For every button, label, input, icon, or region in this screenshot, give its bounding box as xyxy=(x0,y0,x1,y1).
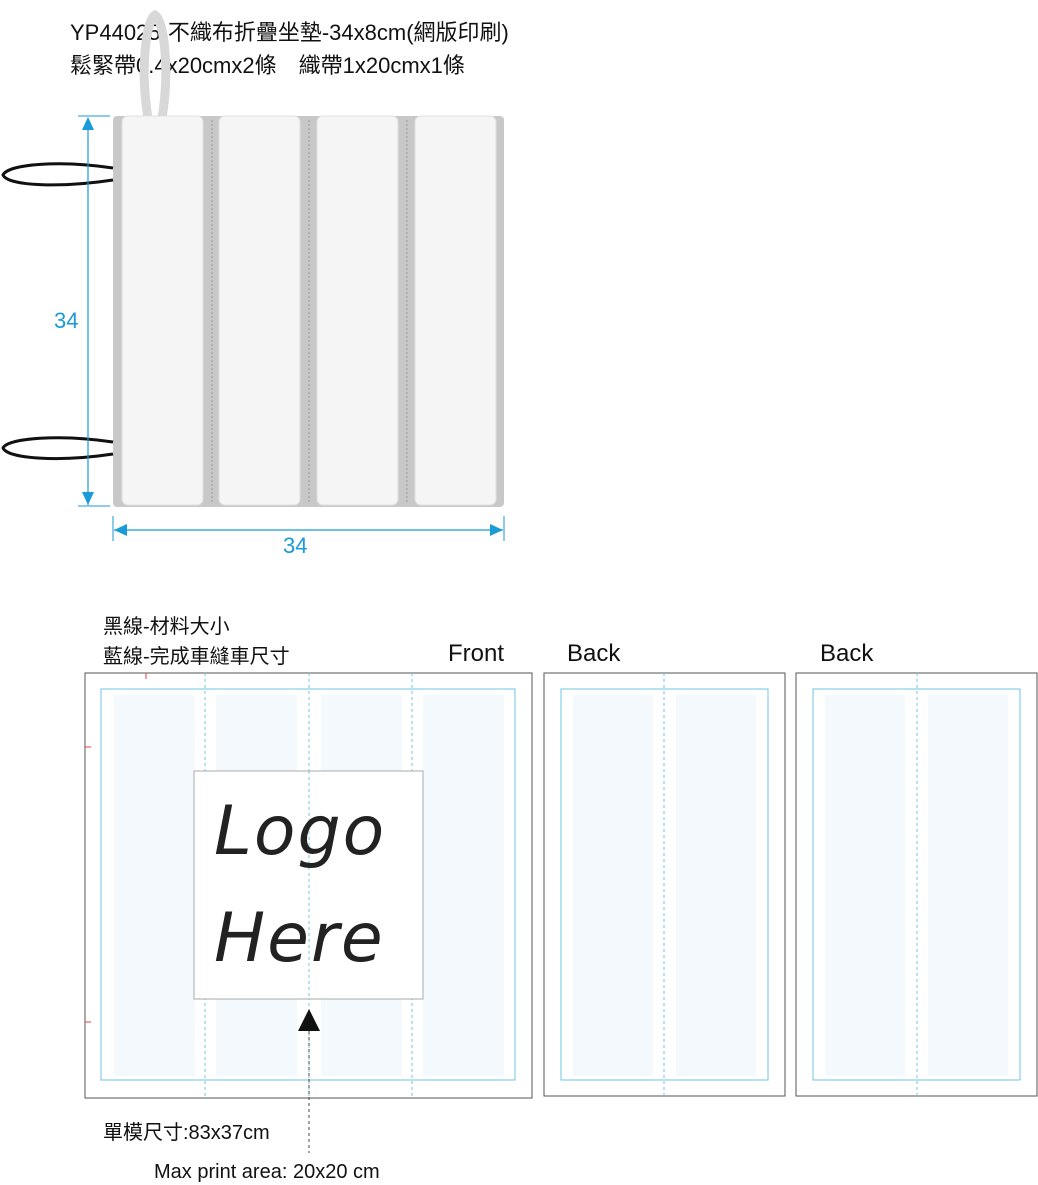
logo-placeholder-line1: Logo xyxy=(214,792,387,871)
cushion-panel xyxy=(218,115,301,506)
back-title-1: Back xyxy=(567,640,621,667)
elastic-loop xyxy=(1,162,114,187)
arrow-up-icon xyxy=(82,117,94,130)
layout-panels xyxy=(84,672,1038,1153)
elastic-loop xyxy=(1,436,114,461)
title-line-2: 鬆緊帶0.4x20cmx2條 織帶1x20cmx1條 xyxy=(70,53,465,78)
cushion-panel xyxy=(414,115,497,506)
arrow-down-icon xyxy=(82,492,94,505)
cushion-panel xyxy=(121,115,204,506)
back-panel-2 xyxy=(795,672,1038,1097)
arrow-right-icon xyxy=(490,524,503,536)
back-title-2: Back xyxy=(820,640,874,667)
arrow-up-icon xyxy=(298,1009,320,1031)
cushion-panel xyxy=(316,115,399,506)
height-label: 34 xyxy=(54,308,79,333)
legend-blue-line: 藍線-完成車縫車尺寸 xyxy=(103,646,290,668)
width-label: 34 xyxy=(283,533,308,558)
legend-black-line: 黑線-材料大小 xyxy=(103,616,230,638)
logo-placeholder-line2: Here xyxy=(214,899,385,978)
back-panel-1 xyxy=(543,672,786,1097)
arrow-left-icon xyxy=(114,524,127,536)
cushion-backing xyxy=(113,116,504,507)
max-print-area-label: Max print area: 20x20 cm xyxy=(154,1161,380,1183)
front-title: Front xyxy=(448,640,505,667)
mold-size-label: 單模尺寸:83x37cm xyxy=(103,1122,270,1144)
front-panel xyxy=(84,672,533,1153)
hanging-strap xyxy=(139,9,171,119)
product-illustration xyxy=(1,9,505,541)
